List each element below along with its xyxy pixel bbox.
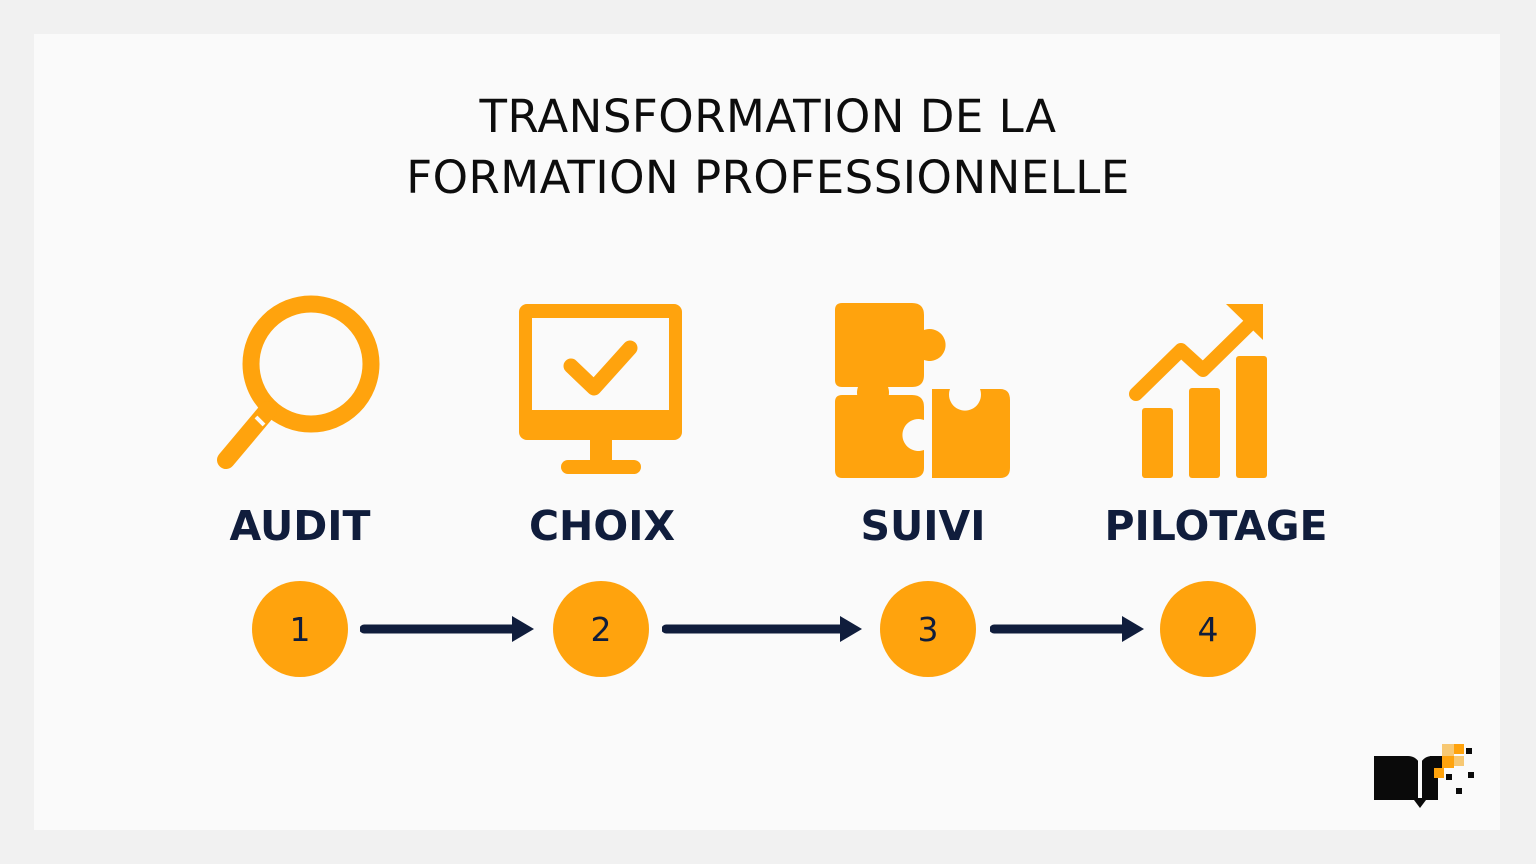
puzzle-pieces-icon bbox=[835, 303, 1010, 478]
step-label-choix: CHOIX bbox=[528, 502, 676, 550]
step-number-1: 1 bbox=[252, 581, 348, 677]
step-number-3: 3 bbox=[880, 581, 976, 677]
page-title: TRANSFORMATION DE LA FORMATION PROFESSIO… bbox=[0, 86, 1536, 208]
monitor-check-icon bbox=[519, 304, 682, 474]
title-line-1: TRANSFORMATION DE LA bbox=[479, 90, 1057, 143]
step-label-pilotage: PILOTAGE bbox=[1104, 502, 1328, 550]
arrow-right-icon bbox=[360, 616, 534, 642]
growth-chart-icon bbox=[1129, 304, 1267, 478]
book-pixel-logo-icon bbox=[1374, 744, 1474, 808]
title-line-2: FORMATION PROFESSIONNELLE bbox=[406, 151, 1130, 204]
step-label-audit: AUDIT bbox=[229, 502, 371, 550]
step-number-2: 2 bbox=[553, 581, 649, 677]
step-label-suivi: SUIVI bbox=[860, 502, 986, 550]
step-number-4: 4 bbox=[1160, 581, 1256, 677]
arrow-right-icon bbox=[990, 616, 1144, 642]
arrow-right-icon bbox=[662, 616, 862, 642]
magnifying-glass-icon bbox=[217, 295, 380, 469]
